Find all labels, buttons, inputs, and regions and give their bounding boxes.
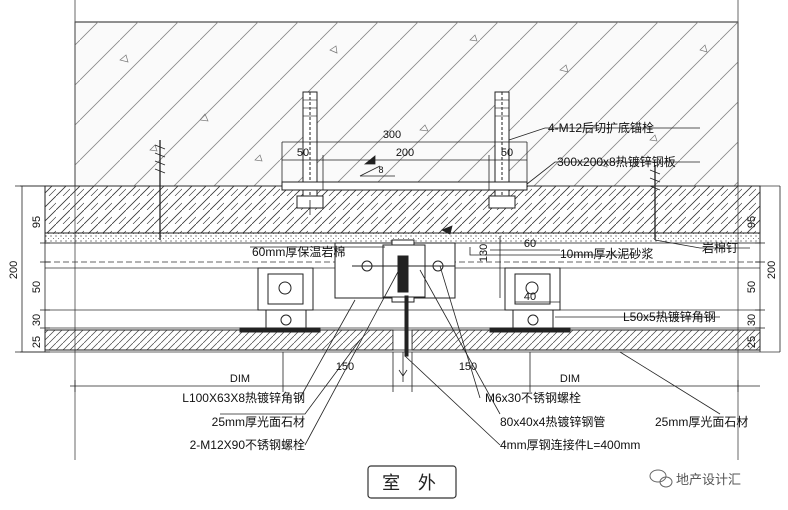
left-dim-30: 30 bbox=[31, 314, 43, 326]
bottom-dimensions bbox=[70, 352, 760, 392]
rock-wool-nails bbox=[154, 140, 661, 240]
central-bracket bbox=[334, 239, 456, 357]
dim-dim-left: DIM bbox=[230, 373, 250, 385]
right-dim-95: 95 bbox=[746, 216, 758, 228]
label-tube: 80x40x4热镀锌钢管 bbox=[500, 414, 605, 429]
steel-plate bbox=[281, 181, 528, 191]
angle-hangers bbox=[239, 267, 571, 333]
right-dimension-chain bbox=[755, 186, 781, 352]
dim-300: 300 bbox=[383, 129, 401, 141]
outdoor-box: 室 外 bbox=[367, 465, 457, 499]
insulation-layer bbox=[44, 185, 761, 244]
label-insulation: 60mm厚保温岩棉 bbox=[252, 244, 345, 259]
dim-40: 40 bbox=[524, 291, 536, 303]
left-dim-95: 95 bbox=[31, 216, 43, 228]
label-angle-small: L50x5热镀锌角钢 bbox=[623, 310, 716, 324]
label-rock-nail: 岩棉钉 bbox=[702, 240, 738, 255]
left-dim-25: 25 bbox=[31, 336, 43, 348]
top-dimensions bbox=[281, 141, 528, 215]
label-stone-right: 25mm厚光面石材 bbox=[655, 415, 748, 429]
dim-150-right: 150 bbox=[459, 361, 477, 373]
right-dim-30: 30 bbox=[746, 314, 758, 326]
middle-dimensions bbox=[441, 225, 560, 303]
watermark-text: 地产设计汇 bbox=[676, 473, 741, 488]
label-anchor-bolt: 4-M12后切扩底锚栓 bbox=[548, 120, 654, 135]
dim-dim-right: DIM bbox=[560, 373, 580, 385]
concrete-wall bbox=[74, 0, 739, 460]
leader-lines bbox=[220, 127, 750, 446]
wechat-icon bbox=[649, 469, 673, 488]
label-angle-big: L100X63X8热镀锌角钢 bbox=[182, 391, 305, 405]
dim-50-left: 50 bbox=[297, 147, 309, 159]
label-steel-plate: 300x200x8热镀锌钢板 bbox=[557, 155, 676, 169]
right-dim-25: 25 bbox=[746, 336, 758, 348]
left-dim-50: 50 bbox=[31, 281, 43, 293]
label-mortar: 10mm厚水泥砂浆 bbox=[560, 246, 653, 261]
stone-panels bbox=[44, 329, 761, 351]
label-bolts-m12: 2-M12X90不锈钢螺栓 bbox=[190, 437, 305, 452]
label-connector: 4mm厚钢连接件L=400mm bbox=[500, 437, 640, 452]
dim-50-right: 50 bbox=[501, 147, 513, 159]
right-dim-200: 200 bbox=[766, 261, 778, 279]
dim-130: 130 bbox=[478, 244, 490, 262]
dim-200: 200 bbox=[396, 147, 414, 159]
label-bolt-m6: M6x30不锈钢螺栓 bbox=[485, 390, 581, 405]
label-stone-left: 25mm厚光面石材 bbox=[212, 415, 305, 429]
dim-150-left: 150 bbox=[336, 361, 354, 373]
weld-size: 8 bbox=[378, 165, 383, 175]
dim-60: 60 bbox=[524, 238, 536, 250]
watermark: 地产设计汇 bbox=[649, 469, 741, 488]
left-dim-200: 200 bbox=[8, 261, 20, 279]
outdoor-label: 室 外 bbox=[382, 473, 442, 494]
right-dim-50: 50 bbox=[746, 281, 758, 293]
left-dimension-chain bbox=[15, 185, 50, 353]
